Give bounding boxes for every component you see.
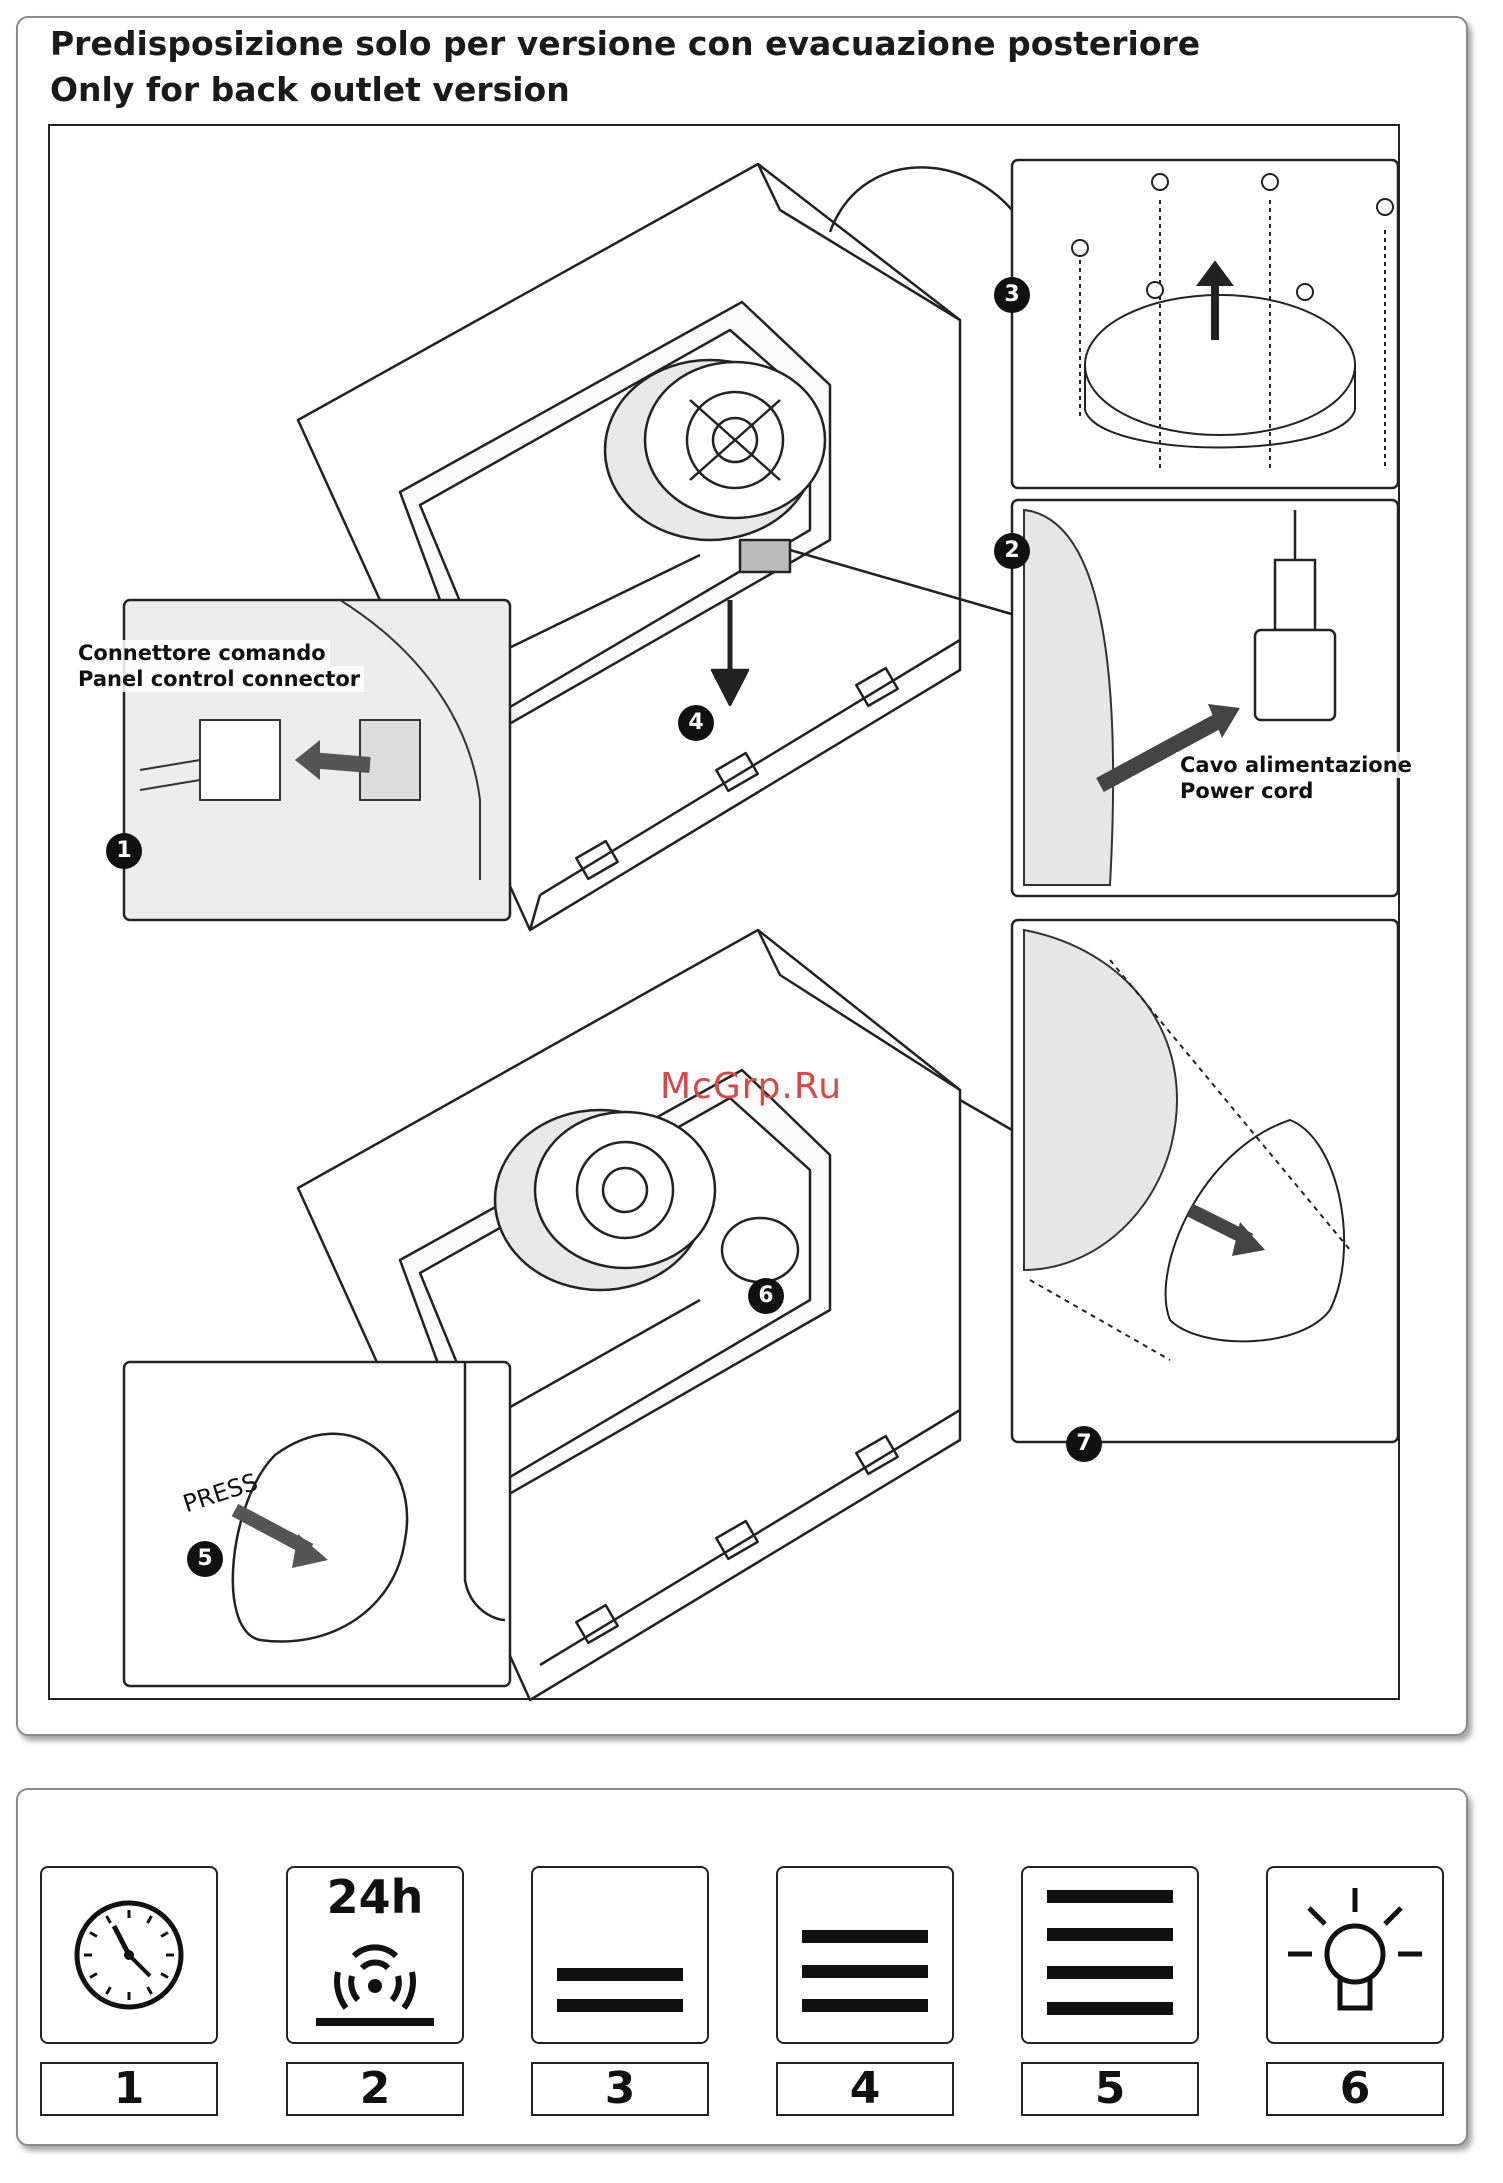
- step-badge-6: 6: [748, 1278, 784, 1314]
- speed-3-bars-icon: [776, 1866, 954, 2044]
- watermark: McGrp.Ru: [660, 1066, 842, 1107]
- legend-number-3: 3: [531, 2062, 709, 2116]
- timer-24h-icon: 24h: [286, 1866, 464, 2044]
- connector-label-english: Panel control connector: [74, 666, 364, 692]
- legend-number-2: 2: [286, 2062, 464, 2116]
- cord-label-italian: Cavo alimentazione: [1176, 752, 1416, 778]
- step-badge-2: 2: [994, 533, 1030, 569]
- step-badge-5: 5: [187, 1541, 223, 1577]
- legend-number-4: 4: [776, 2062, 954, 2116]
- legend-number-5: 5: [1021, 2062, 1199, 2116]
- step-badge-4: 4: [678, 705, 714, 741]
- legend-number-1: 1: [40, 2062, 218, 2116]
- cord-label-english: Power cord: [1176, 778, 1317, 804]
- speed-4-bars-icon: [1021, 1866, 1199, 2044]
- clock-icon: [40, 1866, 218, 2044]
- step-badge-3: 3: [994, 277, 1030, 313]
- legend-card: [16, 1788, 1468, 2146]
- step-badge-7: 7: [1066, 1426, 1102, 1462]
- light-bulb-icon: [1266, 1866, 1444, 2044]
- step-badge-1: 1: [106, 833, 142, 869]
- speed-2-bars-icon: [531, 1866, 709, 2044]
- connector-label-italian: Connettore comando: [74, 640, 330, 666]
- legend-number-6: 6: [1266, 2062, 1444, 2116]
